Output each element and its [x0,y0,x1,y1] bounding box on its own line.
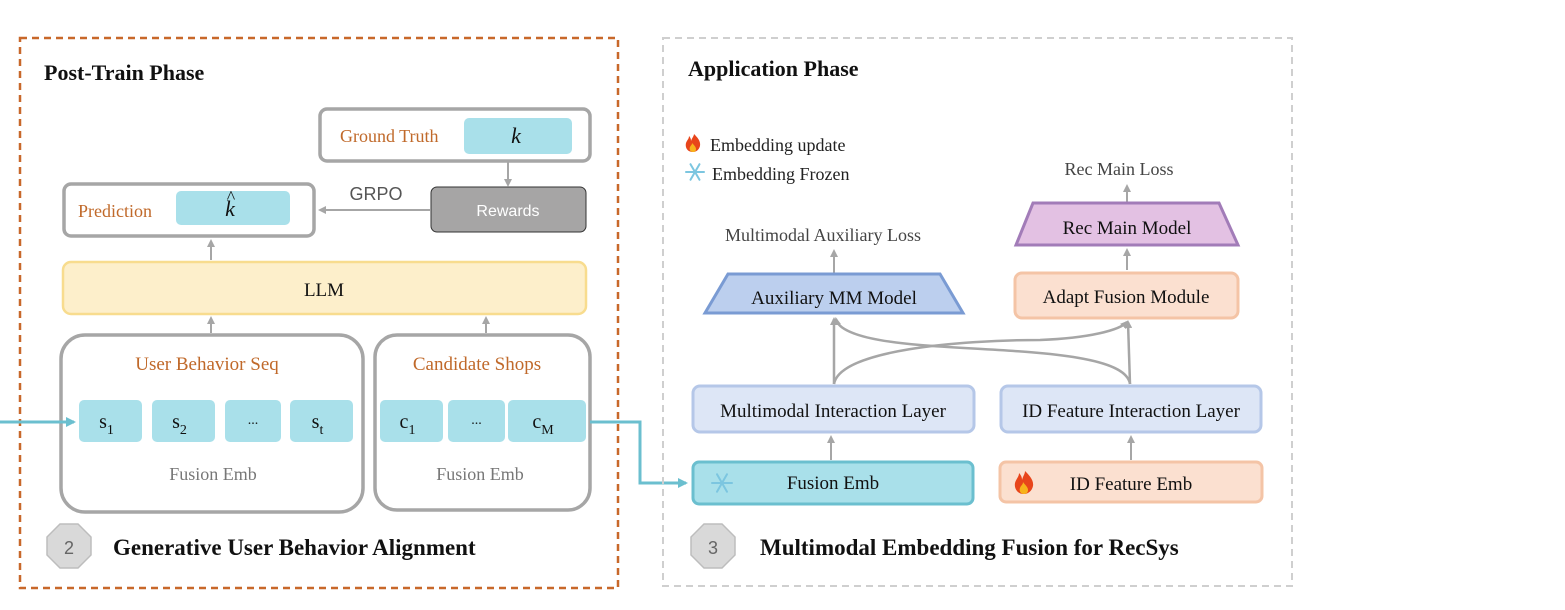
prediction-value-box [176,191,290,225]
snowflake-icon [685,163,705,181]
adapt-fusion-label: Adapt Fusion Module [1043,287,1210,308]
token-subscript: 1 [408,423,415,438]
token-chip [225,400,281,442]
mm-to-adapt-curve [832,320,1129,385]
rec-main-model-label: Rec Main Model [1063,218,1192,239]
rewards-box [430,186,587,233]
fusion-emb-box [691,460,975,506]
user-seq-title: User Behavior Seq [135,354,279,375]
llm-box [61,260,588,316]
ground-truth-value: k [511,123,522,148]
candidate-tokens: c1...cM [380,400,586,442]
token-subscript: t [319,423,323,438]
token-chip [448,400,505,442]
legend-frozen-label: Embedding Frozen [712,164,849,184]
post-train-border [18,36,620,590]
user-seq-footer: Fusion Emb [169,464,257,484]
mm-interaction-label: Multimodal Interaction Layer [720,401,946,422]
auxiliary-mm-model-label: Auxiliary MM Model [751,288,917,309]
step-3-badge [690,523,736,569]
token-chip [290,400,353,442]
id-interaction-label: ID Feature Interaction Layer [1022,401,1241,422]
application-title: Application Phase [688,56,859,81]
prediction-hat: ^ [227,187,236,207]
legend-update-label: Embedding update [710,135,845,155]
auxiliary-mm-model [702,272,966,315]
llm-label: LLM [304,280,344,301]
application-panel: Application Phase Embedding update Embed… [662,37,1293,587]
id-feature-emb-box [998,460,1264,504]
rewards-label: Rewards [476,203,539,220]
adapt-fusion-module [1013,271,1240,320]
step-3-title: Multimodal Embedding Fusion for RecSys [760,535,1179,560]
ground-truth-value-box [464,118,572,154]
id-feature-emb-label: ID Feature Emb [1070,474,1192,495]
mm-aux-loss: Multimodal Auxiliary Loss [725,225,921,245]
token-chip [508,400,586,442]
post-train-panel: Post-Train Phase Ground Truth k Predicti… [18,36,620,590]
token-label: ... [248,413,259,428]
snowflake-icon [711,473,733,493]
multimodal-interaction-layer [691,384,976,434]
step-2-number: 2 [64,538,74,558]
token-chip [79,400,142,442]
grpo-label: GRPO [349,184,402,204]
token-subscript: M [541,423,554,438]
token-label: st [312,411,324,438]
application-border [662,37,1293,587]
prediction-label: Prediction [78,201,152,221]
post-train-title: Post-Train Phase [44,60,205,85]
candidate-to-fusion-arrow [590,420,688,488]
id-feature-interaction-layer [999,384,1263,434]
rec-main-model [1013,201,1241,247]
fire-icon [685,134,701,152]
candidate-title: Candidate Shops [413,354,541,375]
token-chip [152,400,215,442]
candidate-footer: Fusion Emb [436,464,524,484]
step-2-title: Generative User Behavior Alignment [113,535,476,560]
id-to-aux-curve [833,317,1132,385]
token-chip [380,400,443,442]
fusion-emb-label: Fusion Emb [787,473,879,494]
step-3-number: 3 [708,538,718,558]
token-label: ... [471,413,482,428]
fire-icon [1014,471,1034,494]
prediction-value: k [225,196,236,221]
step-2-badge [46,523,92,569]
ground-truth-label: Ground Truth [340,126,439,146]
token-subscript: 1 [107,423,114,438]
id-to-adapt-arrow [1124,320,1133,385]
token-subscript: 2 [180,423,187,438]
rec-main-loss: Rec Main Loss [1065,159,1174,179]
